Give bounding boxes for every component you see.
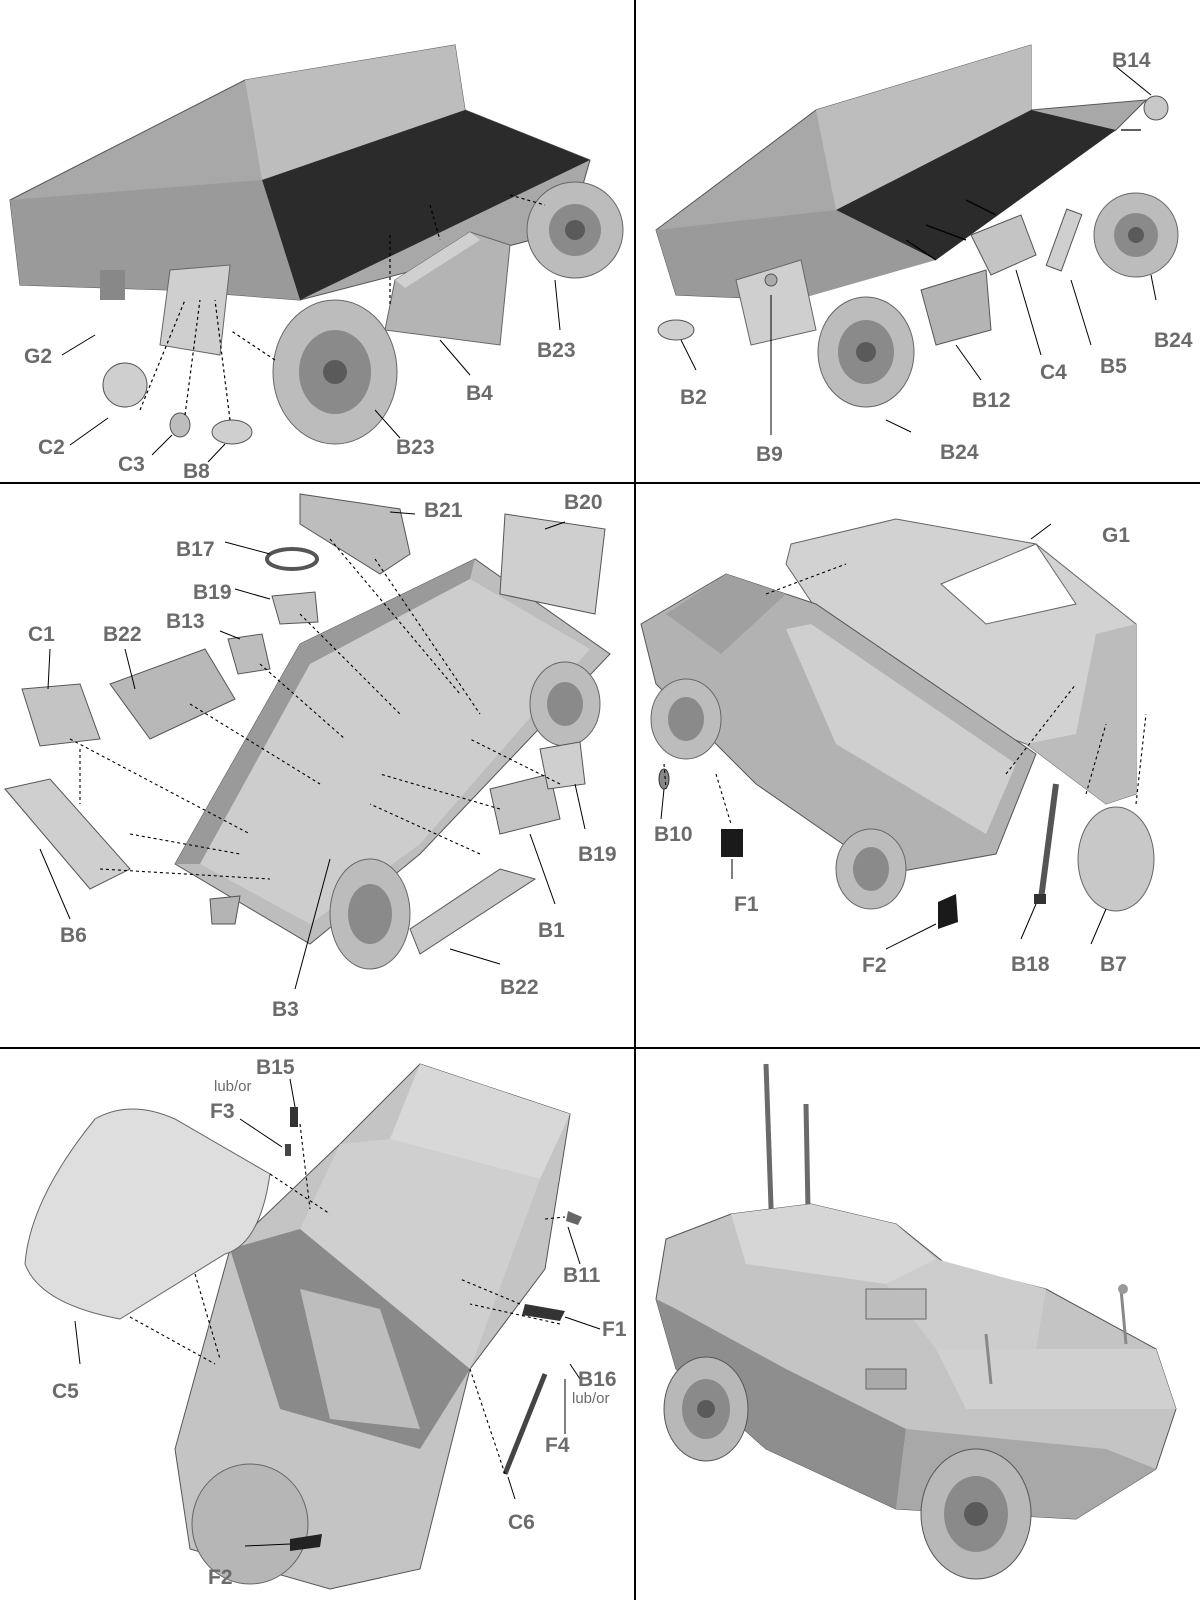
label-G2: G2 bbox=[24, 345, 53, 368]
step-6-finished-panel bbox=[636, 1049, 1200, 1600]
label-B24-front: B24 bbox=[1154, 329, 1193, 352]
step-1-hull-drawing bbox=[9, 44, 624, 463]
label-B3: B3 bbox=[272, 998, 299, 1021]
step-4-panel: G1 B10 F1 F2 B18 B7 bbox=[636, 484, 1200, 1047]
wheel-rear bbox=[272, 299, 398, 445]
label-F1: F1 bbox=[602, 1318, 627, 1341]
step-3-interior-drawing bbox=[4, 493, 611, 990]
label-B22-bottom: B22 bbox=[500, 976, 539, 999]
step-4-body-drawing bbox=[640, 518, 1155, 950]
step-5-panel: B15 lub/or F3 C5 B11 F1 B16 lub/or F4 C6… bbox=[0, 1049, 634, 1600]
label-B16: B16 bbox=[578, 1368, 617, 1391]
label-B14: B14 bbox=[1112, 49, 1151, 72]
label-B20: B20 bbox=[564, 491, 603, 514]
wheel-front bbox=[526, 181, 624, 279]
label-B12: B12 bbox=[972, 389, 1011, 412]
label-B23-front: B23 bbox=[537, 339, 576, 362]
label-F2: F2 bbox=[862, 954, 887, 977]
step-3-panel: B21 B20 B17 B19 B13 C1 B22 B19 B1 B6 B22… bbox=[0, 484, 634, 1047]
label-C3: C3 bbox=[118, 453, 145, 476]
label-C5: C5 bbox=[52, 1380, 79, 1403]
step-1-panel: G2 C2 C3 B8 B4 B23 B23 bbox=[0, 0, 634, 482]
label-B9: B9 bbox=[756, 443, 783, 466]
label-B13: B13 bbox=[166, 610, 205, 633]
horizontal-divider-1 bbox=[0, 482, 1200, 484]
label-G1: G1 bbox=[1102, 524, 1131, 547]
label-F1: F1 bbox=[734, 893, 759, 916]
label-B6: B6 bbox=[60, 924, 87, 947]
label-C4: C4 bbox=[1040, 361, 1067, 384]
label-B1: B1 bbox=[538, 919, 565, 942]
vertical-divider bbox=[634, 0, 636, 1600]
label-F4: F4 bbox=[545, 1434, 570, 1457]
finished-vehicle-render bbox=[655, 1063, 1177, 1580]
label-B11: B11 bbox=[563, 1264, 601, 1287]
label-B22-top: B22 bbox=[103, 623, 142, 646]
label-C6: C6 bbox=[508, 1511, 535, 1534]
label-B17: B17 bbox=[176, 538, 215, 561]
label-B8: B8 bbox=[183, 460, 210, 482]
label-B18: B18 bbox=[1011, 953, 1050, 976]
label-C1: C1 bbox=[28, 623, 55, 646]
label-F3: F3 bbox=[210, 1100, 235, 1123]
label-B2: B2 bbox=[680, 386, 707, 409]
step-2-hull-drawing bbox=[655, 44, 1179, 435]
label-B19-right: B19 bbox=[578, 843, 617, 866]
label-B15: B15 bbox=[256, 1056, 295, 1079]
label-C2: C2 bbox=[38, 436, 65, 459]
label-B5: B5 bbox=[1100, 355, 1127, 378]
label-B10: B10 bbox=[654, 823, 693, 846]
label-B21: B21 bbox=[424, 499, 463, 522]
label-B4: B4 bbox=[466, 382, 493, 405]
label-B19-top: B19 bbox=[193, 581, 232, 604]
horizontal-divider-2 bbox=[0, 1047, 1200, 1049]
label-B23-rear: B23 bbox=[396, 436, 435, 459]
step-5-top-drawing bbox=[24, 1063, 601, 1590]
label-lub-or-bottom: lub/or bbox=[572, 1390, 610, 1407]
label-F2: F2 bbox=[208, 1566, 233, 1589]
label-B24-rear: B24 bbox=[940, 441, 979, 464]
step-2-panel: B14 B24 B24 B2 B9 B12 C4 B5 bbox=[636, 0, 1200, 482]
label-lub-or-top: lub/or bbox=[214, 1078, 252, 1095]
label-B7: B7 bbox=[1100, 953, 1127, 976]
